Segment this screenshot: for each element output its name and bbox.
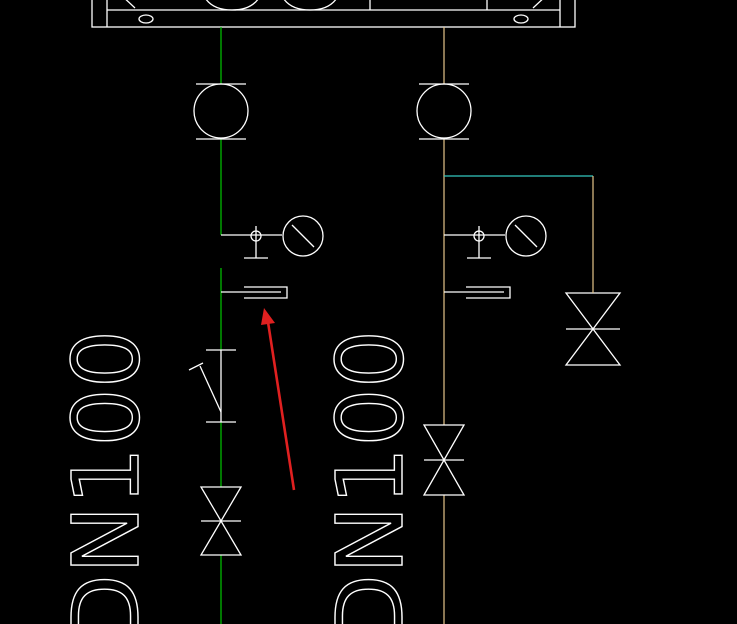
gate-valve-icon <box>422 424 466 496</box>
pump-icon <box>193 83 249 140</box>
arrow-icon <box>261 308 296 491</box>
left-pipe-size-label: DN100 <box>53 330 160 624</box>
branch-line <box>444 175 594 293</box>
flow-switch-icon <box>444 286 511 299</box>
pump-icon <box>416 83 472 140</box>
gate-valve-icon <box>199 486 243 556</box>
top-equipment-frame <box>91 0 576 28</box>
pressure-gauge-icon <box>444 215 547 259</box>
check-valve-icon <box>188 349 236 423</box>
pressure-gauge-icon <box>221 215 324 259</box>
right-pipe-size-label: DN100 <box>317 330 424 624</box>
frame-hole <box>513 14 529 24</box>
frame-hole <box>138 14 154 24</box>
flow-switch-icon <box>221 286 288 299</box>
gate-valve-icon <box>564 292 622 366</box>
